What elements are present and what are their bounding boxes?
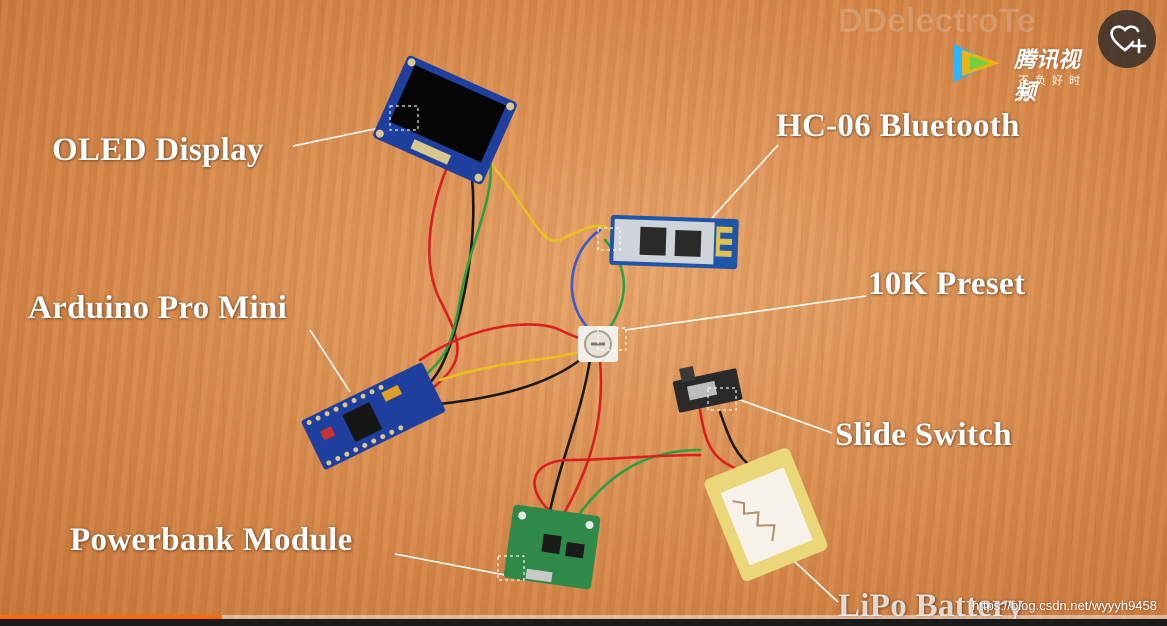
tencent-video-play-icon — [954, 44, 1000, 82]
oled-display-module — [373, 55, 517, 185]
label-powerbank-module: Powerbank Module — [70, 522, 353, 558]
video-progress-fill — [0, 615, 222, 619]
label-oled-display: OLED Display — [52, 132, 264, 168]
video-progress-bar[interactable] — [0, 615, 1167, 619]
source-url-watermark: https://blog.csdn.net/wyyyh9458 — [971, 598, 1157, 613]
leader-powerbank — [394, 553, 506, 576]
channel-watermark: DDelectroTe — [838, 2, 1037, 41]
highlight-boxes — [389, 105, 737, 581]
powerbank-module-board — [503, 504, 601, 590]
brand-name: 腾讯视频 — [1014, 48, 1081, 105]
label-arduino-pro-mini: Arduino Pro Mini — [28, 290, 288, 326]
heart-plus-icon — [1110, 25, 1147, 54]
leader-preset — [624, 295, 867, 331]
leader-switch — [734, 397, 833, 434]
label-lipo-battery: LiPo Battery — [838, 588, 1024, 624]
arduino-pro-mini-board — [301, 362, 446, 470]
lipo-battery-cell — [704, 448, 828, 582]
label-10k-preset: 10K Preset — [868, 266, 1026, 302]
leader-arduino — [309, 329, 351, 393]
slide-switch-component — [672, 366, 743, 413]
brand-slogan: 不负好时光 — [1018, 74, 1086, 103]
tencent-video-logo: 腾讯视频 不负好时光 — [948, 38, 1098, 105]
leader-hc06 — [711, 144, 779, 219]
hc06-bluetooth-module — [609, 214, 739, 270]
label-slide-switch: Slide Switch — [835, 417, 1012, 453]
leader-lines — [292, 119, 867, 603]
favorite-button[interactable] — [1098, 10, 1156, 68]
label-hc06-bluetooth: HC-06 Bluetooth — [776, 108, 1020, 144]
player-bottom-bar — [0, 619, 1167, 626]
